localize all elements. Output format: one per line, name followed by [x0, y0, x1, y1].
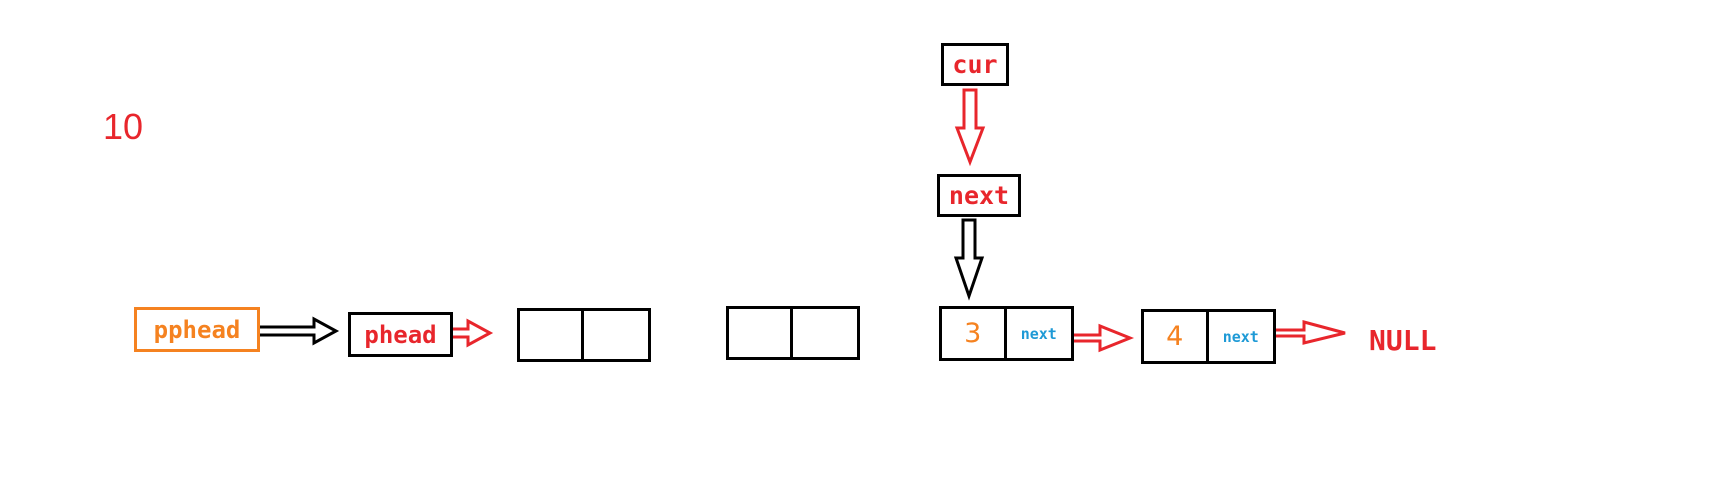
- node-2-data-cell: [729, 309, 793, 357]
- node-4-next-cell: next: [1209, 312, 1274, 361]
- arrow-pphead-to-phead: [248, 316, 340, 346]
- pphead-box: pphead: [134, 307, 260, 352]
- list-node-2: [726, 306, 860, 360]
- list-node-3: 3 next: [939, 306, 1074, 361]
- list-node-4: 4 next: [1141, 309, 1276, 364]
- phead-box: phead: [348, 312, 453, 357]
- arrow-cur-to-next: [954, 88, 986, 167]
- phead-label: phead: [364, 320, 437, 349]
- next-label: next: [948, 181, 1010, 210]
- node-4-data-cell: 4: [1144, 312, 1209, 361]
- cur-box: cur: [941, 43, 1009, 86]
- node-3-next-label: next: [1020, 324, 1057, 343]
- null-terminator: NULL: [1369, 324, 1437, 357]
- pphead-label: pphead: [153, 315, 241, 344]
- node-4-value: 4: [1166, 321, 1184, 352]
- node-1-data-cell: [520, 311, 584, 359]
- node-1-next-cell: [584, 311, 648, 359]
- next-box: next: [937, 174, 1021, 217]
- node-3-next-cell: next: [1007, 309, 1072, 358]
- arrow-next-to-node3: [953, 218, 985, 301]
- counter-label: 10: [103, 106, 144, 147]
- node-3-data-cell: 3: [942, 309, 1007, 358]
- node-3-value: 3: [964, 318, 982, 349]
- list-node-1: [517, 308, 651, 362]
- cur-label: cur: [952, 50, 998, 79]
- node-2-next-cell: [793, 309, 857, 357]
- node-4-next-label: next: [1222, 327, 1259, 346]
